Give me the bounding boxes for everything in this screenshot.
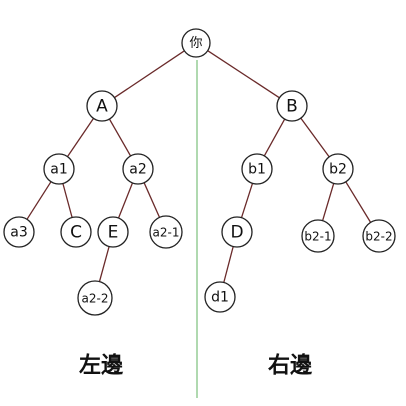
edge-E-to-a2-2 — [98, 246, 110, 282]
node-circle — [362, 219, 396, 253]
node-circle — [122, 153, 154, 185]
tree-node-B: B — [276, 90, 308, 122]
tree-node-a2-2: a2-2 — [77, 280, 113, 316]
node-label: a1 — [50, 162, 68, 178]
edge-A-to-a2 — [108, 118, 132, 157]
node-label: E — [108, 223, 119, 243]
tree-node-D: D — [221, 216, 253, 248]
edge-root-to-B — [207, 50, 280, 99]
right-side-label: 右邊 — [268, 353, 312, 379]
node-circle — [97, 216, 129, 248]
tree-node-b1: b1 — [241, 153, 273, 185]
node-label: A — [96, 97, 108, 117]
edge-b2-to-b2-2 — [345, 181, 372, 223]
tree-node-a3: a3 — [3, 216, 35, 248]
node-label: a2-1 — [153, 226, 180, 240]
node-circle — [77, 280, 113, 316]
node-label: b2-1 — [304, 230, 331, 244]
node-label: 你 — [189, 36, 202, 51]
node-circle — [221, 216, 253, 248]
tree-node-root: 你 — [181, 28, 211, 58]
node-label: B — [286, 97, 298, 117]
tree-node-C: C — [60, 216, 92, 248]
edge-a2-to-E — [117, 182, 134, 219]
node-circle — [149, 215, 183, 249]
node-circle — [86, 90, 118, 122]
tree-node-d1: d1 — [204, 281, 236, 313]
edge-b2-to-b2-1 — [321, 183, 335, 221]
node-label: b1 — [248, 162, 266, 178]
node-label: b2 — [329, 162, 347, 178]
edge-a1-to-C — [62, 183, 73, 218]
edge-a2-to-a2-1 — [143, 182, 161, 218]
node-circle — [276, 90, 308, 122]
edge-root-to-A — [114, 50, 185, 99]
node-circle — [3, 216, 35, 248]
node-circle — [181, 28, 211, 58]
edge-D-to-d1 — [223, 246, 234, 283]
node-label: a3 — [10, 225, 28, 241]
tree-node-b2: b2 — [322, 153, 354, 185]
tree-node-E: E — [97, 216, 129, 248]
node-label: C — [70, 223, 82, 243]
edge-B-to-b2 — [300, 117, 330, 158]
node-circle — [241, 153, 273, 185]
node-circle — [322, 153, 354, 185]
tree-node-a2-1: a2-1 — [149, 215, 183, 249]
tree-node-A: A — [86, 90, 118, 122]
node-circle — [204, 281, 236, 313]
edge-a1-to-a3 — [26, 181, 52, 220]
tree-node-a1: a1 — [43, 153, 75, 185]
node-label: a2-2 — [82, 292, 109, 306]
node-label: D — [230, 223, 243, 243]
node-label: d1 — [211, 290, 229, 306]
edge-b1-to-D — [240, 183, 254, 218]
tree-node-b2-1: b2-1 — [301, 219, 335, 253]
node-circle — [43, 153, 75, 185]
node-label: b2-2 — [365, 230, 392, 244]
tree-node-b2-2: b2-2 — [362, 219, 396, 253]
node-circle — [60, 216, 92, 248]
edge-B-to-b1 — [263, 118, 286, 157]
tree-node-a2: a2 — [122, 153, 154, 185]
edge-A-to-a1 — [66, 118, 95, 157]
edges-layer — [26, 50, 372, 283]
node-label: a2 — [129, 162, 147, 178]
node-circle — [301, 219, 335, 253]
left-side-label: 左邊 — [79, 353, 123, 379]
